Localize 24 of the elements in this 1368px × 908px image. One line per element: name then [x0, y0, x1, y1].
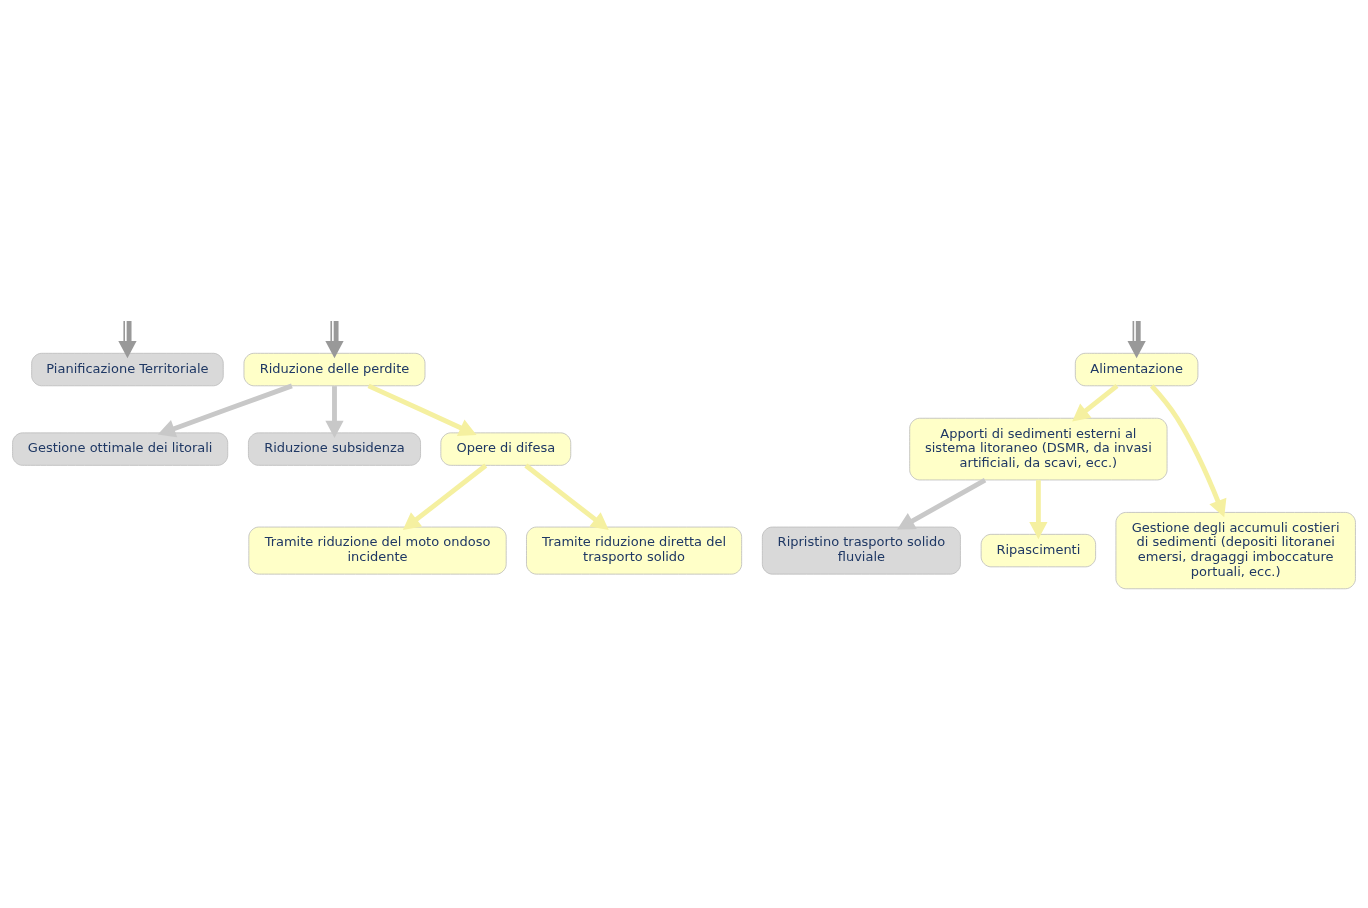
node-box: Riduzione delle perdite	[243, 352, 426, 386]
arrow	[897, 477, 987, 530]
node-box: Apporti di sedimenti esterni al sistema litoraneo (DSMR, da invasi artificiali, da scavi, ecc.)	[909, 417, 1168, 480]
arrow	[332, 320, 337, 343]
arrow	[1134, 320, 1140, 343]
arrow	[1072, 383, 1119, 421]
node-box: Tramite riduzione del moto ondoso incidente	[248, 526, 507, 575]
node-box: Gestione ottimale dei litorali	[12, 431, 229, 466]
arrow	[367, 383, 477, 436]
arrow	[125, 320, 130, 343]
node-box: Ripristino trasporto solido fluviale	[761, 526, 961, 575]
node-box: Alimentazione	[1074, 352, 1199, 386]
arrow	[524, 463, 609, 530]
arrow	[1149, 383, 1227, 517]
node-box: Pianificazione Territoriale	[31, 352, 224, 386]
arrow	[325, 385, 344, 438]
arrow	[402, 463, 488, 530]
arrow	[157, 383, 293, 437]
node-box: Ripascimenti	[980, 533, 1097, 567]
node-box: Opere di difesa	[440, 431, 572, 466]
node-box: Riduzione subsidenza	[248, 431, 421, 466]
arrow	[1029, 479, 1048, 539]
node-box: Tramite riduzione diretta del trasporto solido	[526, 526, 743, 575]
node-box: Gestione degli accumuli costieri di sedimenti (depositi litoranei emersi, dragaggi imboccature portuali, ecc.)	[1115, 511, 1356, 589]
